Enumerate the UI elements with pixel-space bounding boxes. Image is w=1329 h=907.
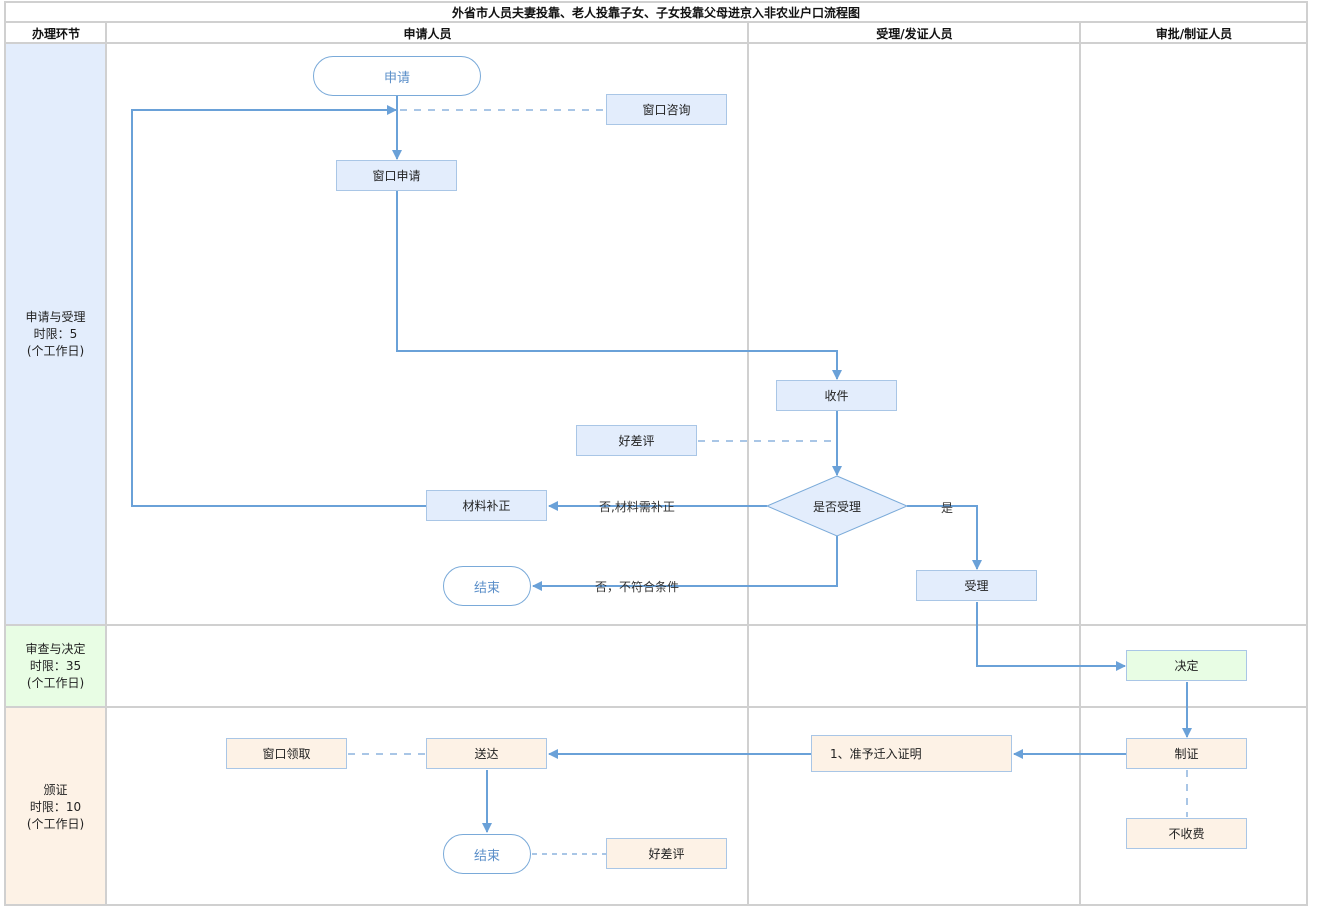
permit-node[interactable]: 1、准予迁入证明 xyxy=(811,735,1012,772)
decide-node[interactable]: 决定 xyxy=(1126,650,1247,681)
edge-supplement-to-apply xyxy=(131,105,426,507)
decision-node[interactable]: 是否受理 xyxy=(812,499,861,514)
phase-unit: (个工作日) xyxy=(26,817,85,831)
edge-decision-to-end xyxy=(532,536,838,591)
no-fee-node[interactable]: 不收费 xyxy=(1126,818,1247,849)
supplement-node[interactable]: 材料补正 xyxy=(426,490,547,521)
start-node[interactable]: 申请 xyxy=(313,56,481,96)
rating-node[interactable]: 好差评 xyxy=(576,425,697,456)
chart-title: 外省市人员夫妻投靠、老人投靠子女、子女投靠父母进京入非农业户口流程图 xyxy=(451,6,860,20)
phase-name: 申请与受理 xyxy=(25,309,86,324)
edge-decision-to-accept xyxy=(907,505,982,570)
edge-label-no-supplement: 否,材料需补正 xyxy=(599,500,675,514)
phase-unit: (个工作日) xyxy=(26,343,85,358)
phase-limit: 时限：10 xyxy=(29,800,82,814)
deliver-node[interactable]: 送达 xyxy=(426,738,547,769)
column-header-approver: 审批/制证人员 xyxy=(1155,26,1233,41)
column-header-phase: 办理环节 xyxy=(31,26,80,41)
rating-node-final[interactable]: 好差评 xyxy=(606,838,727,869)
column-header-acceptor: 受理/发证人员 xyxy=(876,26,953,41)
phase-limit: 时限：5 xyxy=(33,326,78,341)
make-cert-node[interactable]: 制证 xyxy=(1126,738,1247,769)
edge-window-apply-to-receive xyxy=(396,191,842,380)
phase-unit: (个工作日) xyxy=(26,675,85,690)
edge-accept-to-decide xyxy=(976,602,1126,671)
column-header-applicant: 申请人员 xyxy=(403,26,452,41)
phase-review-decide: 审查与决定 时限：35 (个工作日) xyxy=(6,626,105,706)
phase-name: 审查与决定 xyxy=(25,641,86,656)
edge-label-yes: 是 xyxy=(941,501,954,515)
accept-node[interactable]: 受理 xyxy=(916,570,1037,601)
outer-border xyxy=(4,1,1308,906)
window-consult-node[interactable]: 窗口咨询 xyxy=(606,94,727,125)
phase-issue: 颁证 时限：10 (个工作日) xyxy=(6,708,105,904)
phase-name: 颁证 xyxy=(43,783,68,797)
window-apply-node[interactable]: 窗口申请 xyxy=(336,160,457,191)
decision-diamond-shape xyxy=(765,475,909,537)
end-node[interactable]: 结束 xyxy=(443,566,531,606)
phase-limit: 时限：35 xyxy=(29,658,82,673)
window-pickup-node[interactable]: 窗口领取 xyxy=(226,738,347,769)
edge-label-no-unqualified: 否，不符合条件 xyxy=(595,580,680,594)
receive-node[interactable]: 收件 xyxy=(776,380,897,411)
end-node-final[interactable]: 结束 xyxy=(443,834,531,874)
phase-apply-accept: 申请与受理 时限：5 (个工作日) xyxy=(6,44,105,624)
